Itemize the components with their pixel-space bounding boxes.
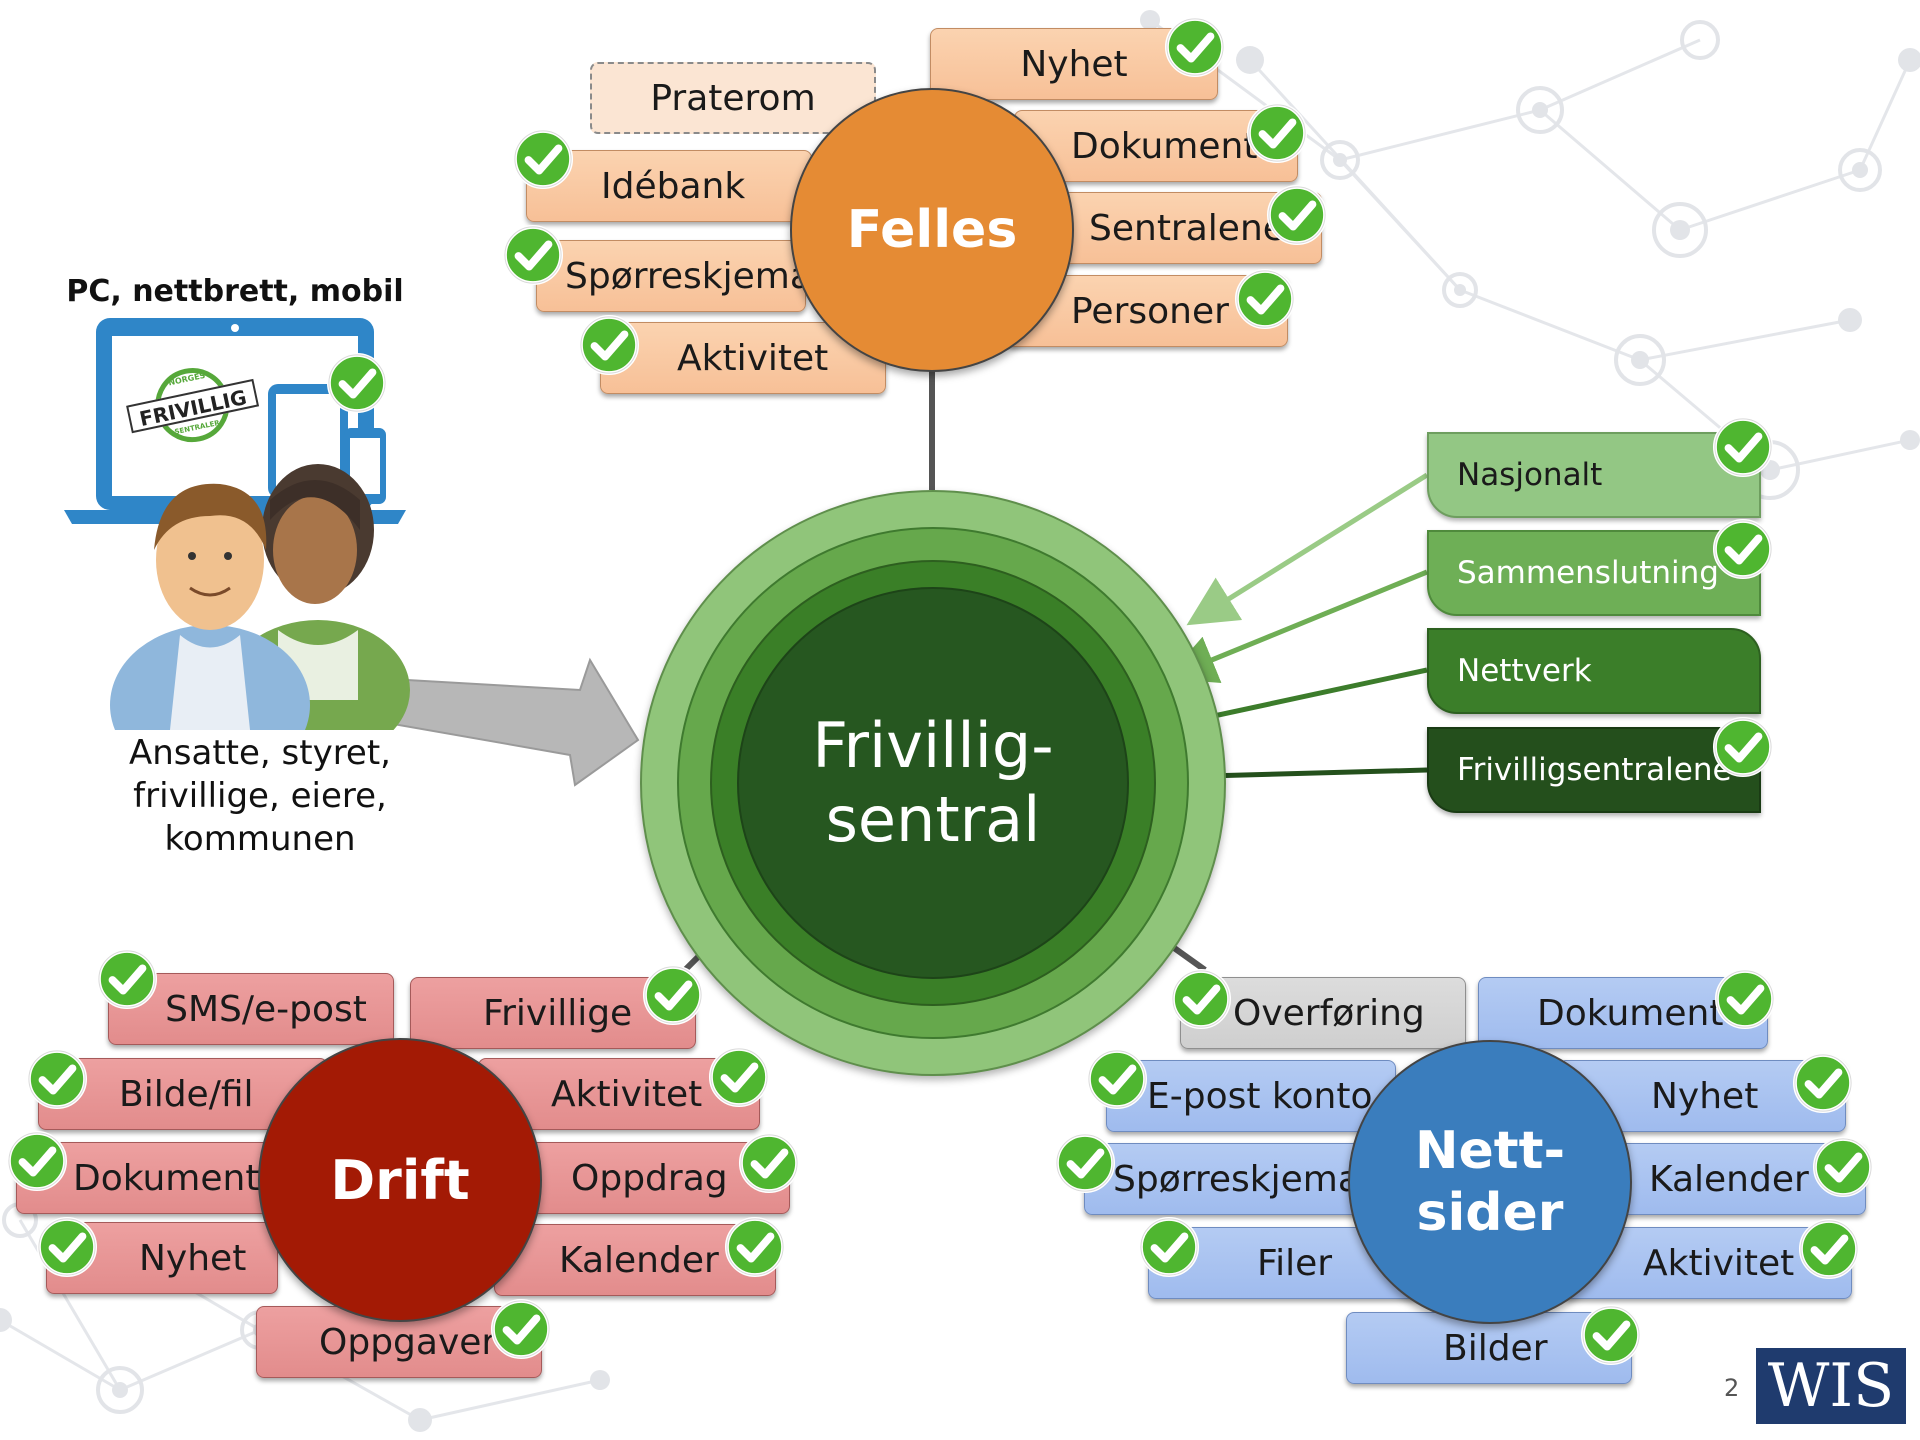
level-nettverk[interactable]: Nettverk bbox=[1427, 628, 1761, 714]
check-icon bbox=[1086, 1048, 1148, 1110]
nettsider-item-dokument[interactable]: Dokument bbox=[1478, 977, 1768, 1049]
arrow-nasjonalt bbox=[1186, 472, 1429, 626]
felles-hub[interactable]: Felles bbox=[790, 88, 1074, 372]
drift-hub[interactable]: Drift bbox=[258, 1038, 542, 1322]
check-icon bbox=[6, 1130, 68, 1192]
level-nasjonalt[interactable]: Nasjonalt bbox=[1427, 432, 1761, 518]
check-icon bbox=[1580, 1304, 1642, 1366]
check-icon bbox=[1246, 102, 1308, 164]
felles-item-praterom[interactable]: Praterom bbox=[590, 62, 876, 134]
check-icon bbox=[1234, 268, 1296, 330]
check-icon bbox=[738, 1132, 800, 1194]
wis-logo: WIS bbox=[1756, 1348, 1906, 1424]
drift-item-bildefil[interactable]: Bilde/fil bbox=[38, 1058, 328, 1130]
check-icon bbox=[36, 1216, 98, 1278]
check-icon bbox=[724, 1216, 786, 1278]
check-icon bbox=[96, 948, 158, 1010]
felles-item-idebank[interactable]: Idébank bbox=[526, 150, 812, 222]
check-icon bbox=[326, 352, 388, 414]
nettsider-item-sporreskjema[interactable]: Spørreskjema bbox=[1084, 1143, 1374, 1215]
check-icon bbox=[1712, 716, 1774, 778]
check-icon bbox=[1266, 184, 1328, 246]
check-icon bbox=[708, 1046, 770, 1108]
check-icon bbox=[490, 1298, 552, 1360]
check-icon bbox=[1798, 1218, 1860, 1280]
check-icon bbox=[26, 1048, 88, 1110]
nettsider-hub[interactable]: Nett- sider bbox=[1348, 1040, 1632, 1324]
arrow-sammenslutning bbox=[1165, 569, 1428, 684]
check-icon bbox=[512, 128, 574, 190]
check-icon bbox=[1712, 416, 1774, 478]
device-label: PC, nettbrett, mobil bbox=[66, 274, 404, 309]
check-icon bbox=[1714, 968, 1776, 1030]
check-icon bbox=[1712, 518, 1774, 580]
check-icon bbox=[1164, 16, 1226, 78]
felles-item-aktivitet[interactable]: Aktivitet bbox=[600, 322, 886, 394]
felles-item-sporreskjema[interactable]: Spørreskjema bbox=[536, 240, 812, 312]
nettsider-item-epost[interactable]: E-post konto bbox=[1106, 1060, 1396, 1132]
check-icon bbox=[1792, 1052, 1854, 1114]
page-number: 2 bbox=[1724, 1374, 1740, 1402]
check-icon bbox=[1138, 1216, 1200, 1278]
check-icon bbox=[1170, 968, 1232, 1030]
check-icon bbox=[1812, 1136, 1874, 1198]
level-sammenslutning[interactable]: Sammenslutning bbox=[1427, 530, 1761, 616]
check-icon bbox=[1054, 1132, 1116, 1194]
users-illustration bbox=[110, 464, 410, 730]
nettsider-item-nyhet[interactable]: Nyhet bbox=[1558, 1060, 1846, 1132]
center-title-line2: sentral bbox=[825, 783, 1041, 856]
center-title-line1: Frivillig- bbox=[812, 709, 1054, 782]
check-icon bbox=[642, 964, 704, 1026]
check-icon bbox=[502, 224, 564, 286]
level-frivilligsentralene[interactable]: Frivilligsentralene bbox=[1427, 727, 1761, 813]
users-label: Ansatte, styret, frivillige, eiere, komm… bbox=[128, 733, 391, 859]
check-icon bbox=[578, 314, 640, 376]
